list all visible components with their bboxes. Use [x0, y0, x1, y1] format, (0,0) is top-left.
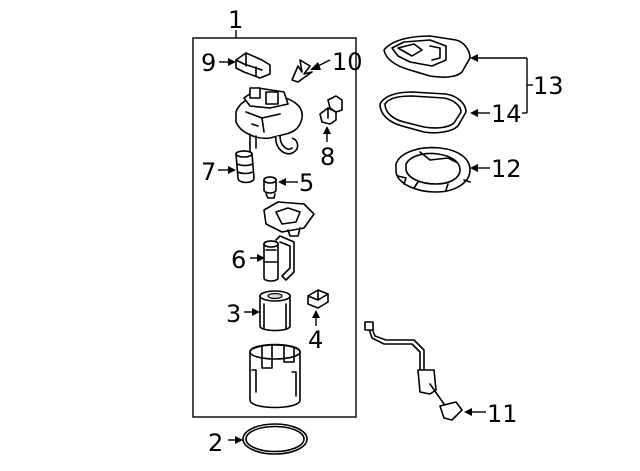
callout-9: 9	[201, 49, 216, 77]
regulator-bracket	[263, 201, 315, 237]
part-4-connector	[307, 289, 329, 309]
arrow-9	[228, 58, 236, 66]
callout-12: 12	[491, 155, 522, 183]
part-2-seal	[242, 423, 308, 455]
part-2-seal-inner	[245, 425, 305, 453]
arrow-3	[252, 308, 260, 316]
callout-4: 4	[308, 326, 323, 354]
arrow-2	[235, 436, 243, 444]
part-12-lockring	[395, 146, 471, 193]
arrow-14	[470, 109, 478, 117]
callout-14: 14	[491, 100, 522, 128]
arrow-4	[312, 310, 320, 318]
part-6-pump	[263, 235, 295, 282]
arrow-10	[310, 62, 321, 70]
pump-top-assembly	[235, 87, 303, 155]
callout-8: 8	[320, 143, 335, 171]
callout-6: 6	[231, 246, 246, 274]
part-7-filter	[235, 150, 255, 184]
part-5-valve	[263, 176, 277, 199]
assembly-frame	[192, 37, 357, 418]
callout-13: 13	[533, 72, 564, 100]
callout-10: 10	[332, 48, 363, 76]
arrow-12	[470, 164, 478, 172]
arrow-8	[323, 126, 331, 134]
part-13-cover	[383, 35, 471, 78]
part-10-bracket	[291, 59, 313, 83]
callout-1: 1	[228, 6, 243, 34]
part-9-connector	[235, 52, 271, 79]
callout-2: 2	[208, 429, 223, 457]
arrow-7	[228, 166, 236, 174]
arrow-6	[257, 254, 265, 262]
arrow-11	[464, 408, 472, 416]
part-14-gasket	[379, 91, 467, 134]
callout-7: 7	[201, 158, 216, 186]
part-8-clip	[319, 95, 343, 125]
callout-3: 3	[226, 300, 241, 328]
callout-11: 11	[487, 400, 518, 428]
part-3-housing	[259, 290, 291, 332]
part-11-sender	[364, 321, 463, 421]
arrow-5	[278, 178, 286, 186]
arrow-13	[470, 54, 478, 62]
reservoir-bucket	[249, 343, 301, 409]
callout-5: 5	[299, 169, 314, 197]
